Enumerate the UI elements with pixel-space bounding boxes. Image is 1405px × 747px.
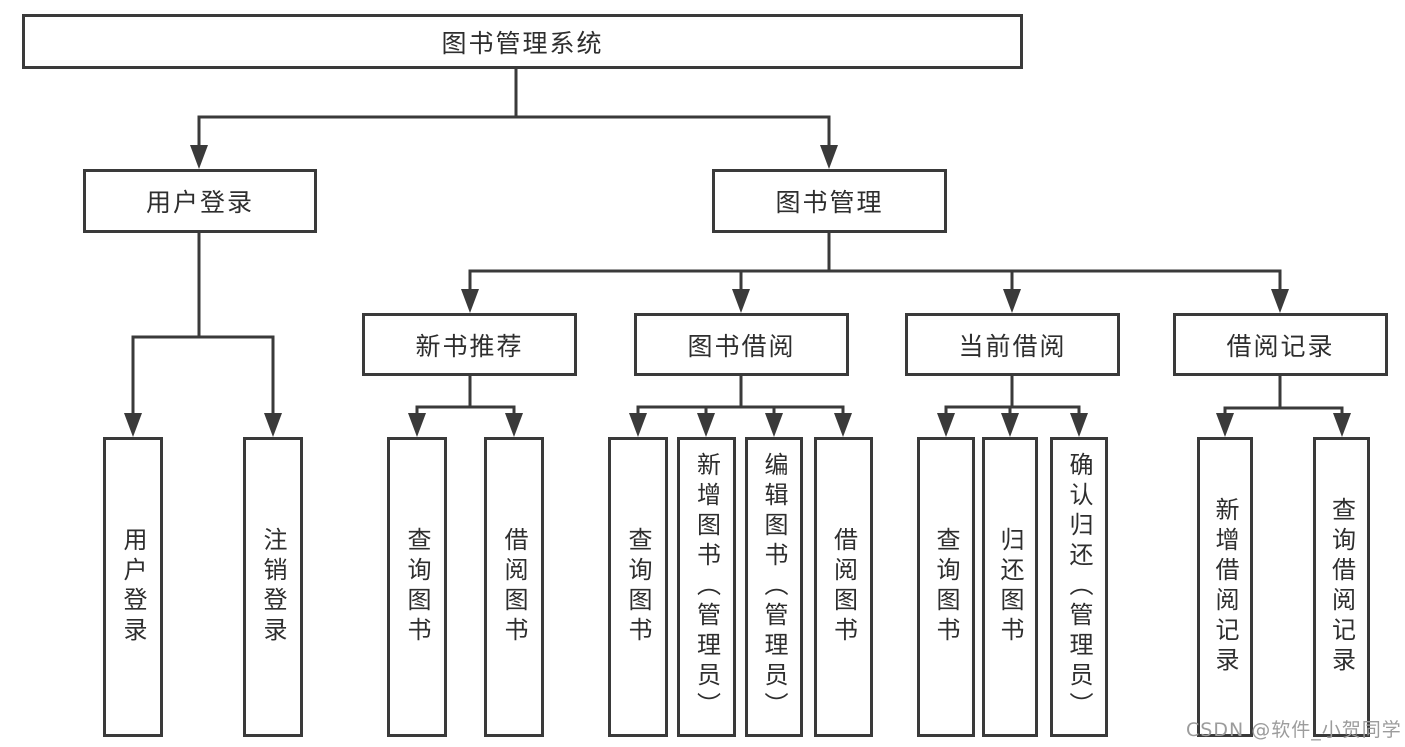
leaf-records-add-record: 新增借阅记录 [1197, 437, 1253, 737]
node-book-management: 图书管理 [712, 169, 947, 233]
leaf-current-confirm-return-admin: 确认归还（管理员） [1050, 437, 1108, 737]
node-borrow-records: 借阅记录 [1173, 313, 1388, 376]
leaf-newbook-query-books: 查询图书 [387, 437, 447, 737]
connector-new-book-recommend-children [408, 374, 523, 437]
connector-book-management-children [461, 231, 1289, 313]
leaf-current-query-books: 查询图书 [917, 437, 975, 737]
leaf-borrow-query-books: 查询图书 [608, 437, 668, 737]
connector-root-to-level2 [190, 67, 838, 169]
connector-current-borrow-children [937, 374, 1088, 437]
leaf-borrow-edit-books-admin: 编辑图书（管理员） [745, 437, 803, 737]
csdn-watermark: CSDN @软件_小贺同学 [1186, 719, 1402, 741]
node-user-login: 用户登录 [83, 169, 317, 233]
leaf-logout: 注销登录 [243, 437, 303, 737]
leaf-borrow-borrow-books: 借阅图书 [814, 437, 873, 737]
node-library-system: 图书管理系统 [22, 14, 1023, 69]
node-new-book-recommend: 新书推荐 [362, 313, 577, 376]
leaf-user-login: 用户登录 [103, 437, 163, 737]
leaf-records-query-record: 查询借阅记录 [1313, 437, 1370, 737]
connector-user-login-children [124, 231, 282, 437]
leaf-borrow-add-books-admin: 新增图书（管理员） [677, 437, 736, 737]
connector-borrow-records-children [1216, 374, 1351, 437]
node-book-borrow: 图书借阅 [634, 313, 849, 376]
node-current-borrow: 当前借阅 [905, 313, 1120, 376]
leaf-current-return-books: 归还图书 [982, 437, 1038, 737]
leaf-newbook-borrow-books: 借阅图书 [484, 437, 544, 737]
connector-book-borrow-children [629, 374, 852, 437]
